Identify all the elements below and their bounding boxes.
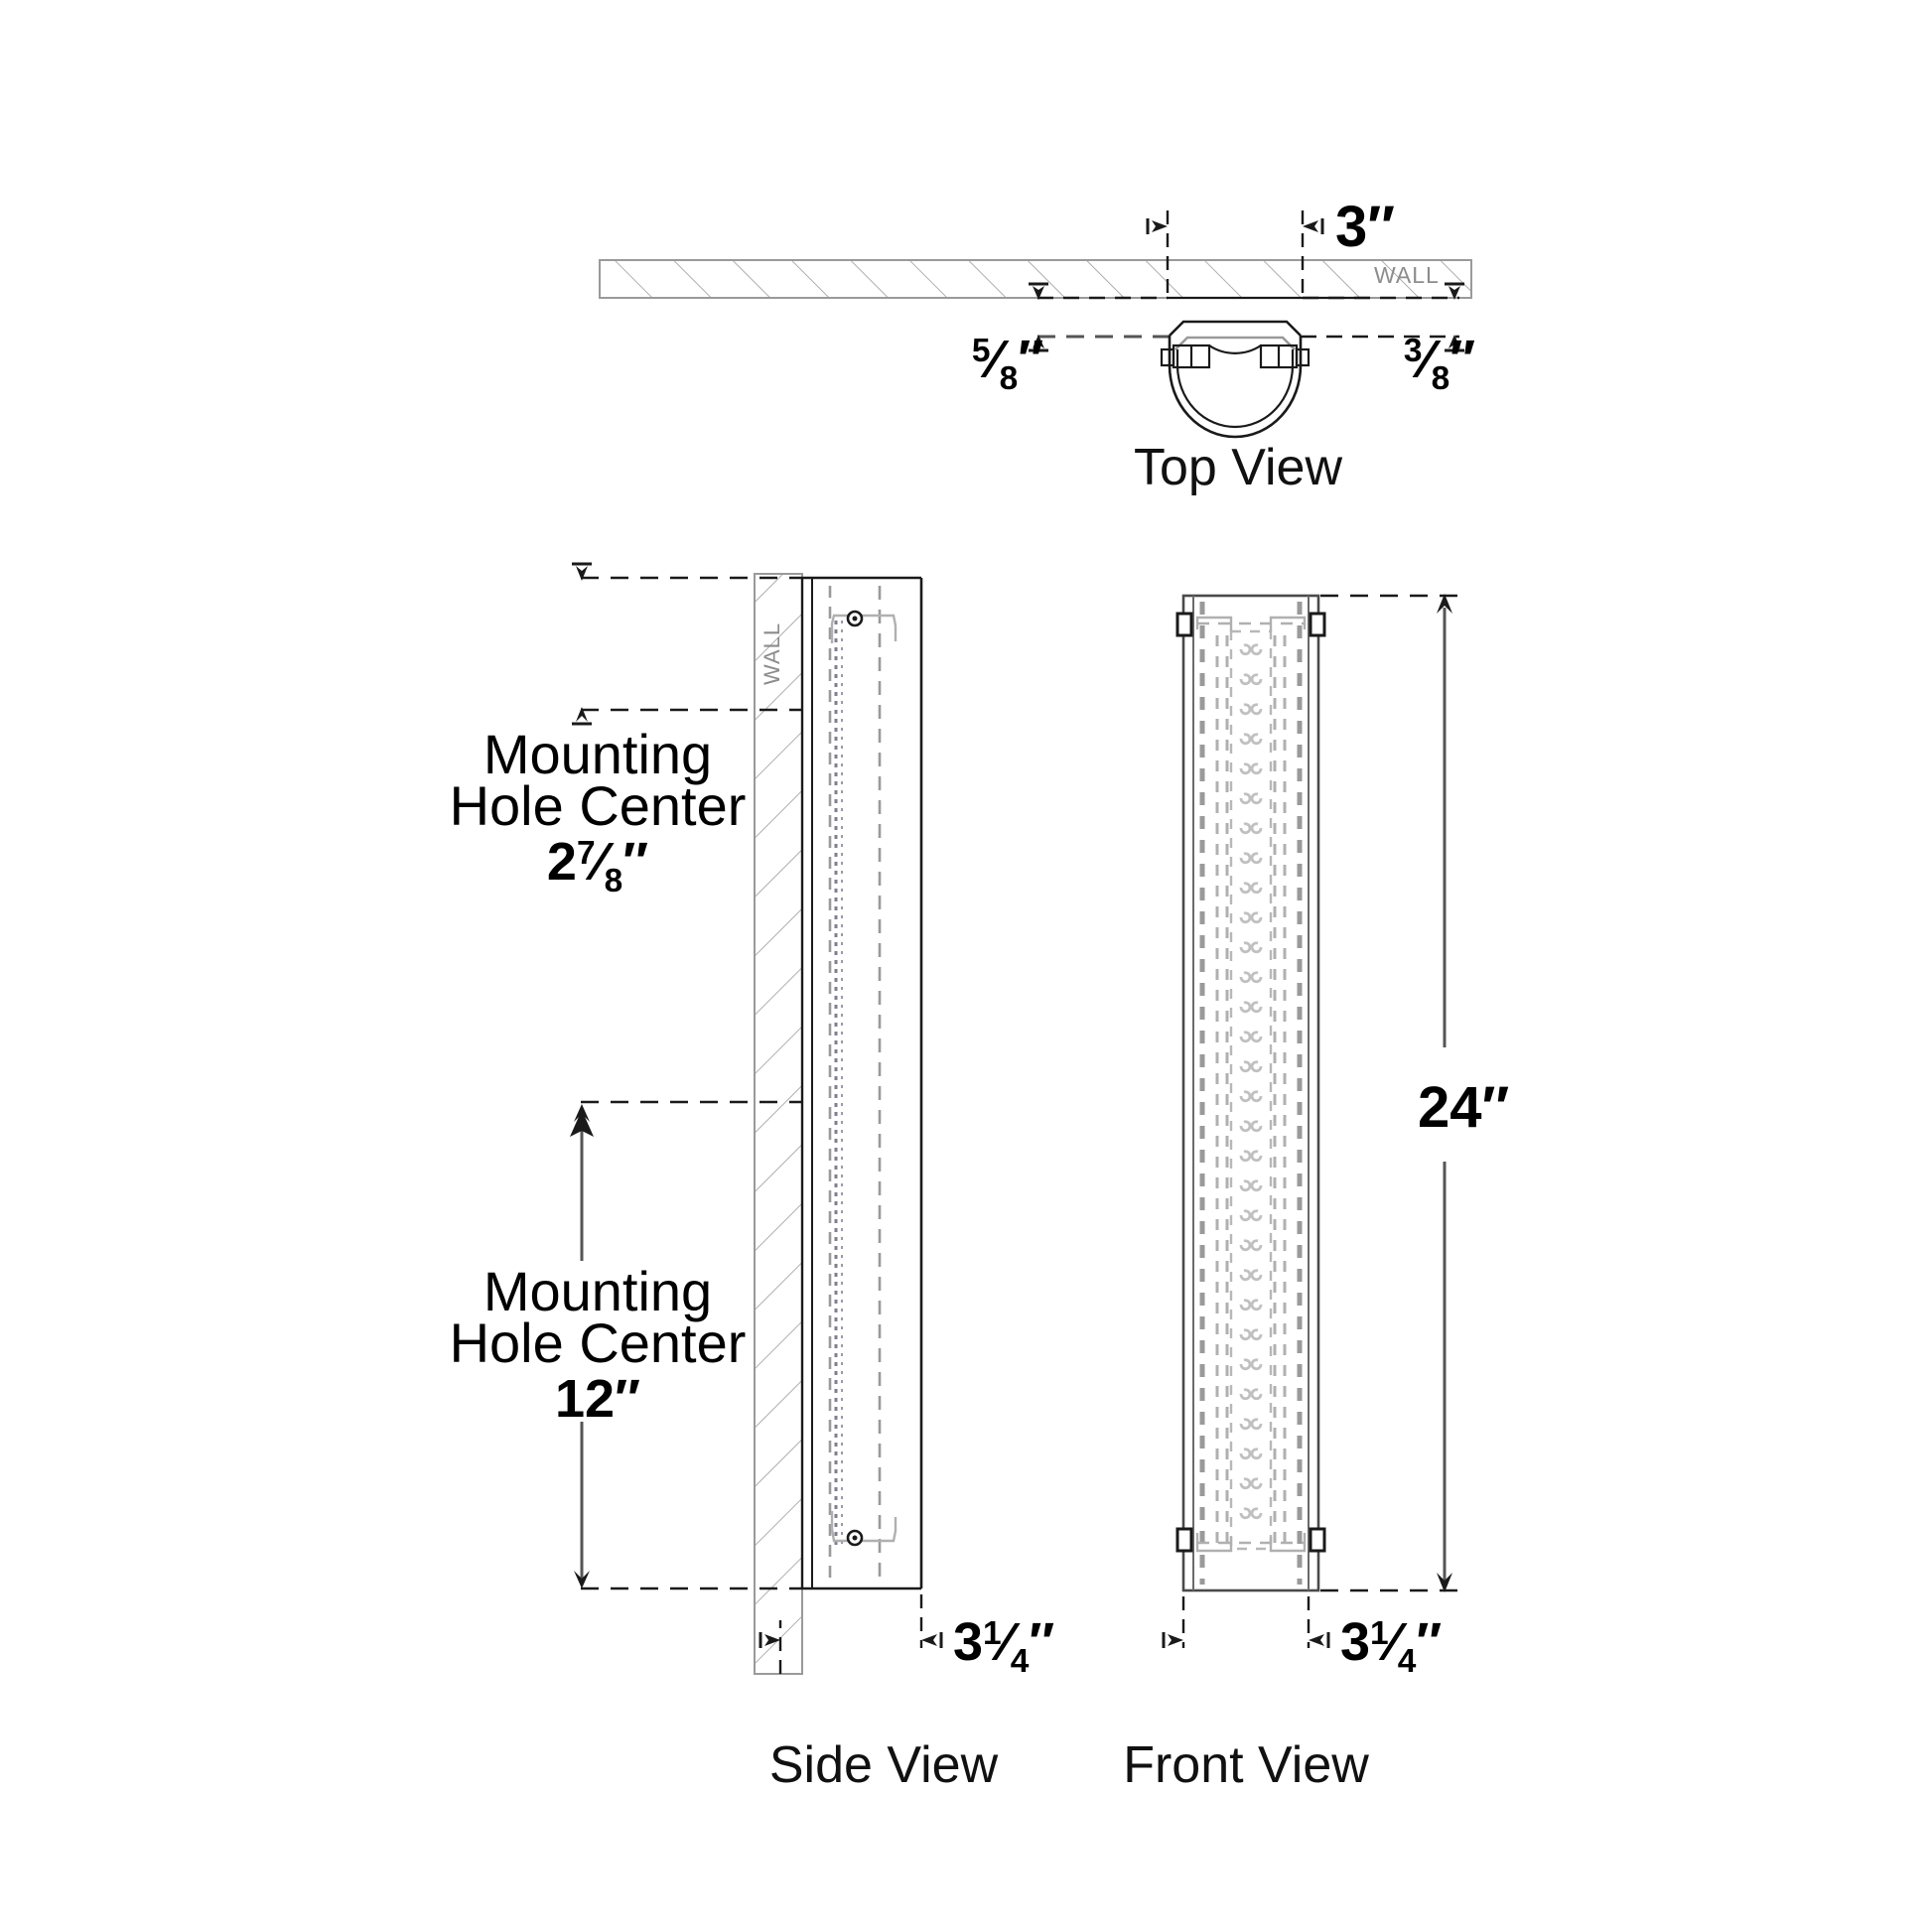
tick-38-upper: [1445, 282, 1464, 300]
dim-12-arrowhead-top: [574, 1104, 590, 1122]
front-bottom-bracket: [1175, 1527, 1326, 1553]
frac-7-numerator: 7: [577, 835, 596, 872]
frac-4-den-side: 4: [1011, 1643, 1030, 1680]
front-dim-tick-left: [1162, 1632, 1183, 1648]
frac-8-denominator-r: 8: [1432, 360, 1450, 397]
whole-12: 12: [555, 1369, 615, 1429]
whole-3-side: 3: [953, 1612, 983, 1672]
front-top-bracket: [1175, 612, 1326, 637]
unit-inch-front: ″: [1416, 1612, 1442, 1672]
dim-2-7-8in: 27⁄8″: [547, 832, 648, 899]
frac-1-num-side: 1: [983, 1615, 1002, 1652]
unit-inch-278: ″: [622, 832, 648, 892]
dim-3in-arrows: [1146, 218, 1324, 234]
top-view-group: WALL 3″ 5⁄8″: [599, 195, 1475, 496]
tick-38-lower: [1445, 335, 1464, 352]
side-view-fixture: [800, 576, 923, 1590]
side-view-wall-label: WALL: [759, 622, 784, 685]
unit-inch-58: ″: [1018, 330, 1043, 389]
dim-wall-offset-3in: 3″: [1335, 195, 1395, 259]
led-array: [1239, 643, 1263, 1520]
side-datum-hole-top-tick: [572, 707, 592, 726]
dim-projection-3-8in: 3⁄8″: [1404, 330, 1475, 397]
note-mounting-hole-center-bottom: Mounting Hole Center 12″: [450, 1260, 747, 1429]
frac-3-numerator: 3: [1404, 333, 1423, 369]
whole-3-front: 3: [1340, 1612, 1370, 1672]
unit-inch-side: ″: [1029, 1612, 1054, 1672]
front-view-group: 24″ 31⁄4″ Front View: [1123, 594, 1509, 1794]
side-view-group: WALL: [450, 562, 1054, 1794]
unit-inch-38: ″: [1449, 330, 1475, 389]
unit-inch-24: ″: [1482, 1075, 1510, 1140]
unit-inch-12: ″: [615, 1369, 640, 1429]
dim-24-arrow-top: [1437, 594, 1452, 614]
frac-8-den-top: 8: [605, 863, 623, 899]
tick-58-lower: [1029, 335, 1048, 352]
note-line-mounting-top: Mounting: [483, 723, 712, 785]
dim-12in: 12″: [555, 1369, 640, 1429]
side-dim-tick-left: [759, 1632, 780, 1648]
top-view-wall-label: WALL: [1374, 262, 1440, 288]
front-dim-tick-right: [1309, 1632, 1330, 1648]
dim-24in: 24″: [1418, 1075, 1509, 1140]
dim-front-3-1-4in: 31⁄4″: [1340, 1612, 1442, 1680]
svg-text:3⁄8″: 3⁄8″: [1404, 330, 1475, 397]
front-view-label: Front View: [1123, 1736, 1369, 1794]
note-mounting-hole-center-top: Mounting Hole Center 27⁄8″: [450, 723, 747, 899]
tick-58-upper: [1029, 282, 1048, 300]
dim-12-arrowhead-bottom: [574, 1571, 590, 1588]
front-view-fixture: [1175, 594, 1326, 1592]
whole-24: 24: [1418, 1075, 1482, 1140]
whole-2: 2: [547, 832, 577, 892]
top-view-fixture-section: [1160, 320, 1311, 439]
note-line-hole-center-bottom: Hole Center: [450, 1311, 747, 1374]
top-view-label: Top View: [1134, 439, 1343, 496]
frac-5-numerator: 5: [972, 333, 991, 369]
dim-24-arrow-bottom: [1437, 1573, 1452, 1592]
note-line-mounting-bottom: Mounting: [483, 1260, 712, 1322]
frac-1-num-front: 1: [1370, 1615, 1389, 1652]
frac-8-denominator: 8: [1000, 360, 1019, 397]
side-view-wall: [754, 573, 803, 1675]
note-line-hole-center-top: Hole Center: [450, 774, 747, 837]
dim-side-3-1-4in: 31⁄4″: [953, 1612, 1054, 1680]
side-view-label: Side View: [769, 1736, 999, 1794]
frac-4-den-front: 4: [1398, 1643, 1417, 1680]
side-datum-top-tick: [572, 562, 592, 581]
side-dim-tick-right: [921, 1632, 943, 1648]
